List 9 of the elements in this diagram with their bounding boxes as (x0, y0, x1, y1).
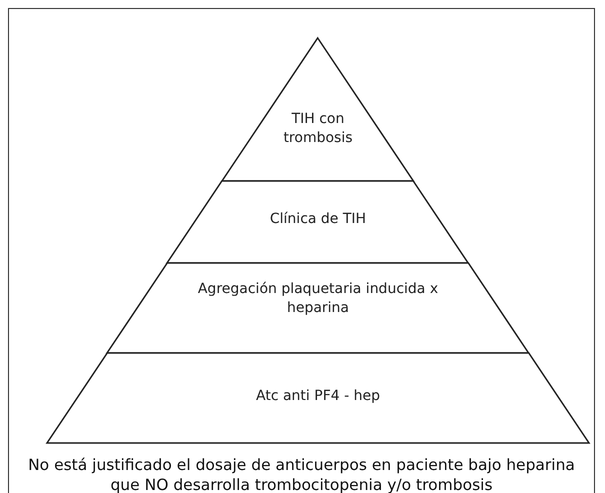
tier-label: Clínica de TIH (268, 210, 368, 229)
pyramid-top-triangle (222, 38, 414, 181)
tier-label: Agregación plaquetaria inducida x heparina (196, 280, 440, 318)
pyramid-tier (107, 263, 529, 353)
pyramid-tier (47, 353, 589, 443)
tier-label: Atc anti PF4 - hep (255, 387, 381, 406)
pyramid-tier (167, 181, 469, 263)
caption: No está justificado el dosaje de anticuerpos en paciente bajo heparina que NO desarrolla trombocitopenia y/o trombosis (27, 455, 576, 493)
tier-label: TIH con trombosis (282, 110, 354, 148)
